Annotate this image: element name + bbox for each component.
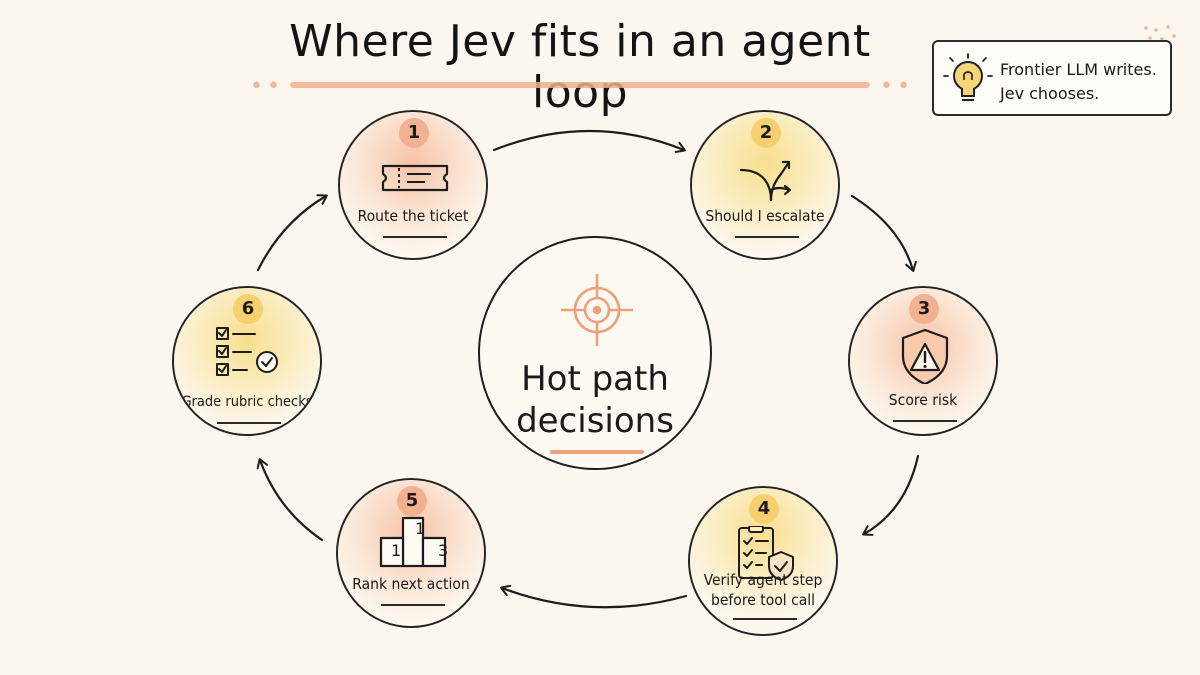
shield-warning-icon: [901, 328, 949, 384]
arrow-1-to-2: [492, 129, 686, 154]
step-node-score-risk: 3 Score risk: [848, 286, 998, 436]
step-label: Score risk: [888, 391, 958, 409]
ticket-icon: [381, 164, 449, 192]
center-label-line-2: decisions: [516, 401, 674, 441]
arrow-6-to-1: [256, 194, 328, 272]
lightbulb-icon: [943, 53, 993, 101]
step-node-rank-action: 5 1 1 3 Rank next action: [336, 478, 486, 628]
podium-label-left: 1: [391, 541, 402, 560]
arrow-2-to-3: [850, 194, 917, 272]
step-node-escalate: 2 Should I escalate: [690, 110, 840, 260]
podium-label-right: 3: [438, 541, 449, 560]
target-icon: [561, 274, 633, 346]
label-underline: [383, 236, 447, 238]
step-node-grade-rubric: 6 Grade rubric checks: [172, 286, 322, 436]
tip-line-1: Frontier LLM writes.: [1000, 60, 1157, 79]
decorative-dots-left: ••: [250, 74, 284, 99]
step-label-line-2: before tool call: [710, 591, 816, 609]
center-hub: Hot path decisions: [478, 236, 712, 470]
step-node-verify-step: 4 Verify agent step before tool call: [688, 486, 838, 636]
decorative-dots-right: ••: [880, 74, 914, 99]
step-node-route-ticket: 1 Route the ticket: [338, 110, 488, 260]
diagram-title: Where Jev fits in an agent loop: [289, 16, 871, 118]
arrow-4-to-5: [500, 584, 688, 609]
arrow-5-to-6: [256, 458, 324, 542]
step-label: Rank next action: [352, 575, 470, 593]
step-label: Route the ticket: [357, 207, 469, 225]
podium-label-center: 1: [415, 519, 426, 538]
step-number-badge: 1: [399, 118, 429, 148]
step-number-badge: 3: [909, 294, 939, 324]
podium-icon: [379, 516, 447, 568]
label-underline: [733, 618, 797, 620]
center-label-line-1: Hot path: [521, 359, 669, 399]
rubric-checklist-icon: [216, 327, 278, 376]
step-label: Should I escalate: [705, 207, 825, 225]
arrow-3-to-4: [862, 454, 920, 536]
center-underline: [550, 450, 644, 454]
label-underline: [381, 604, 445, 606]
center-label: Hot path decisions: [480, 358, 710, 442]
branching-arrows-icon: [739, 160, 792, 202]
tip-line-2: Jev chooses.: [1000, 84, 1100, 103]
label-underline: [735, 236, 799, 238]
checklist-shield-icon: [738, 526, 794, 581]
step-label: Grade rubric checks: [181, 394, 313, 410]
label-underline: [217, 422, 281, 424]
step-number-badge: 5: [397, 486, 427, 516]
title-underline: [290, 82, 870, 88]
step-number-badge: 4: [749, 494, 779, 524]
tip-callout: Frontier LLM writes. Jev chooses.: [932, 40, 1172, 116]
step-label-line-1: Verify agent step: [703, 571, 823, 589]
label-underline: [893, 420, 957, 422]
step-number-badge: 6: [233, 294, 263, 324]
step-number-badge: 2: [751, 118, 781, 148]
